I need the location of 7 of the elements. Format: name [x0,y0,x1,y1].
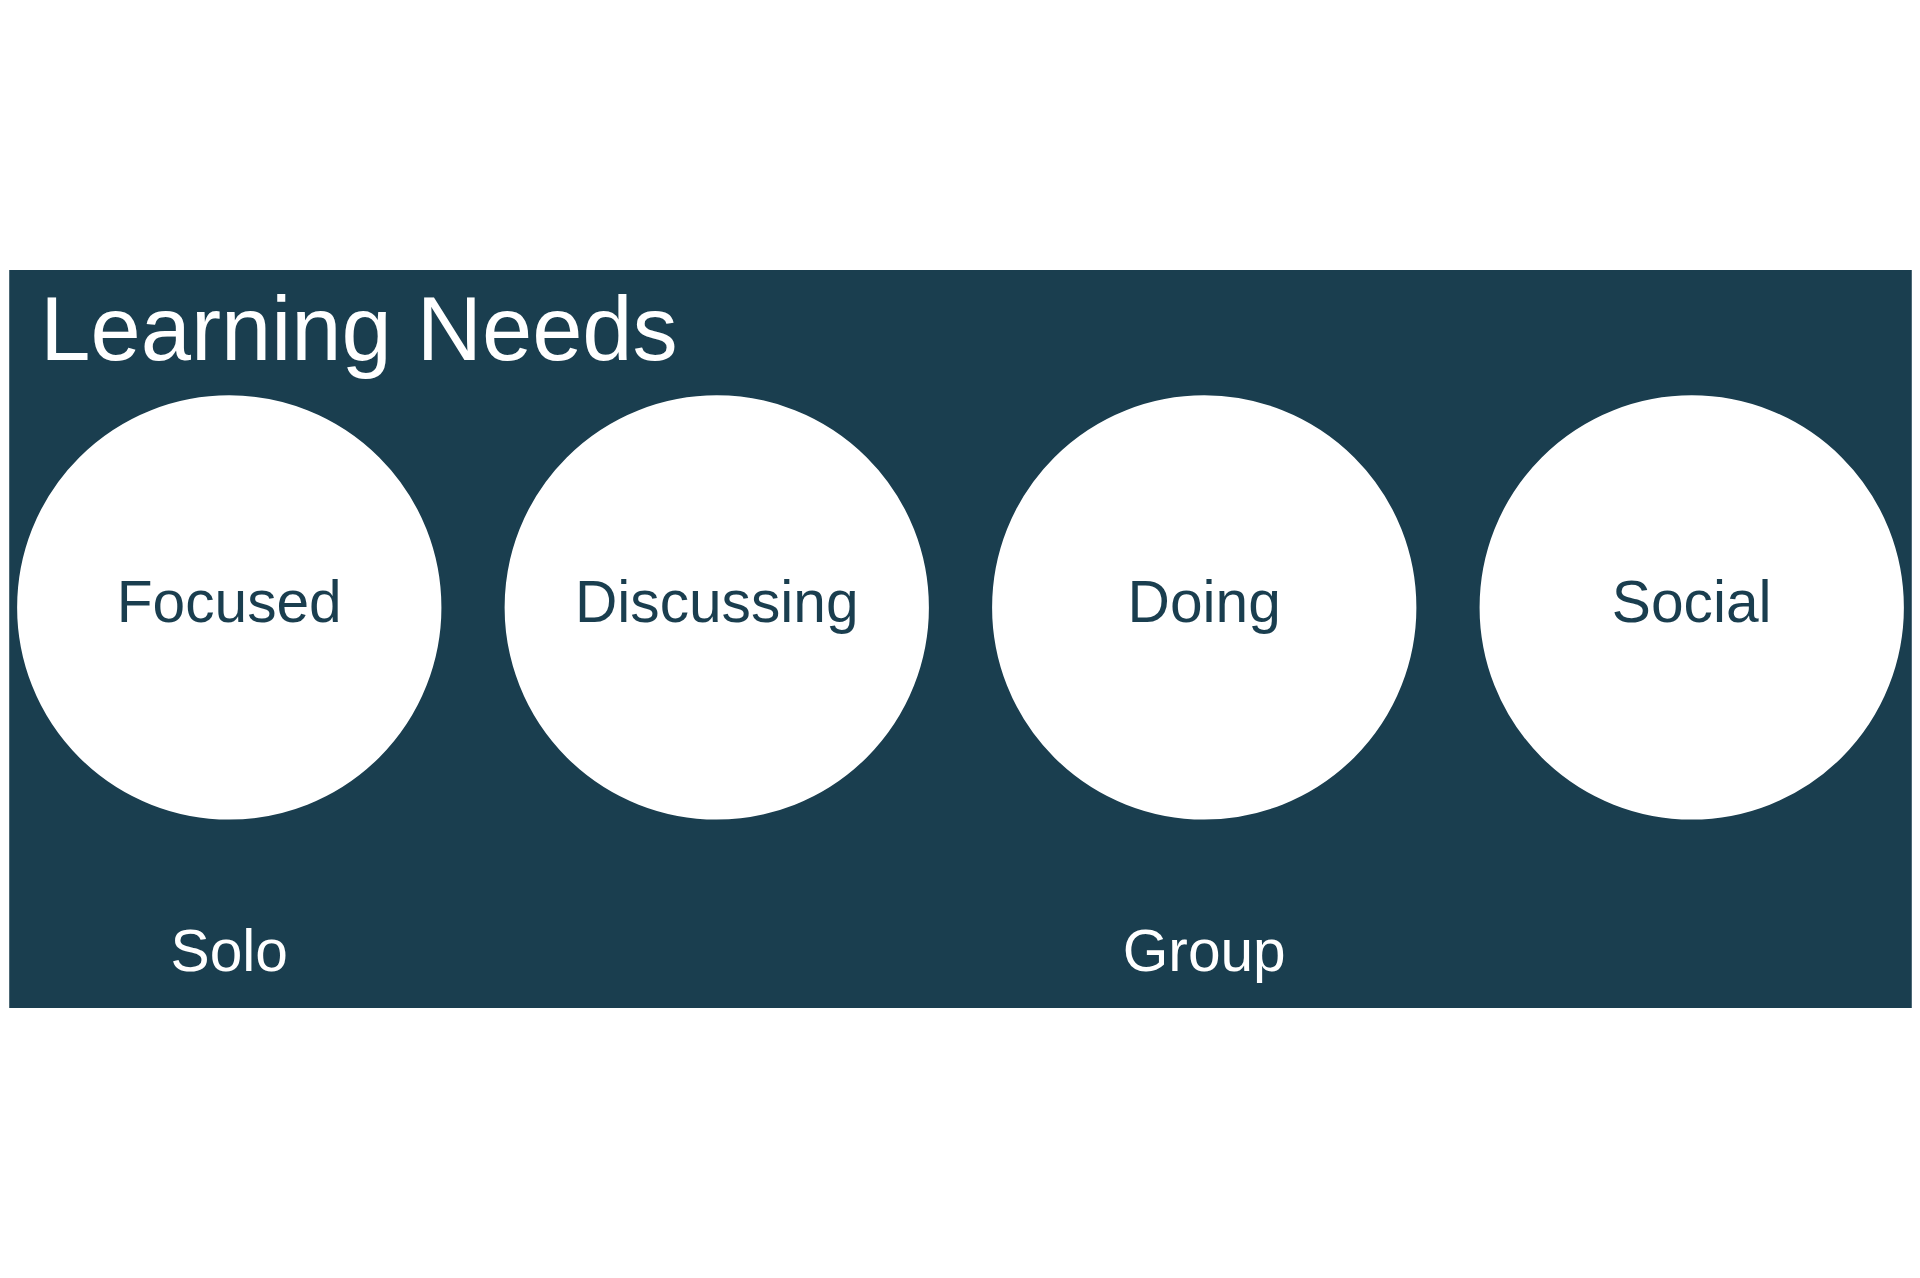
node-circle: Focused [16,395,441,820]
node-circle: Doing [991,395,1416,820]
label: Group [1122,918,1286,984]
node-circle: Social [1479,395,1904,820]
label: Solo [170,918,288,984]
node-circle: Discussing [504,395,929,820]
diagram-title: Learning Needs [39,278,678,380]
